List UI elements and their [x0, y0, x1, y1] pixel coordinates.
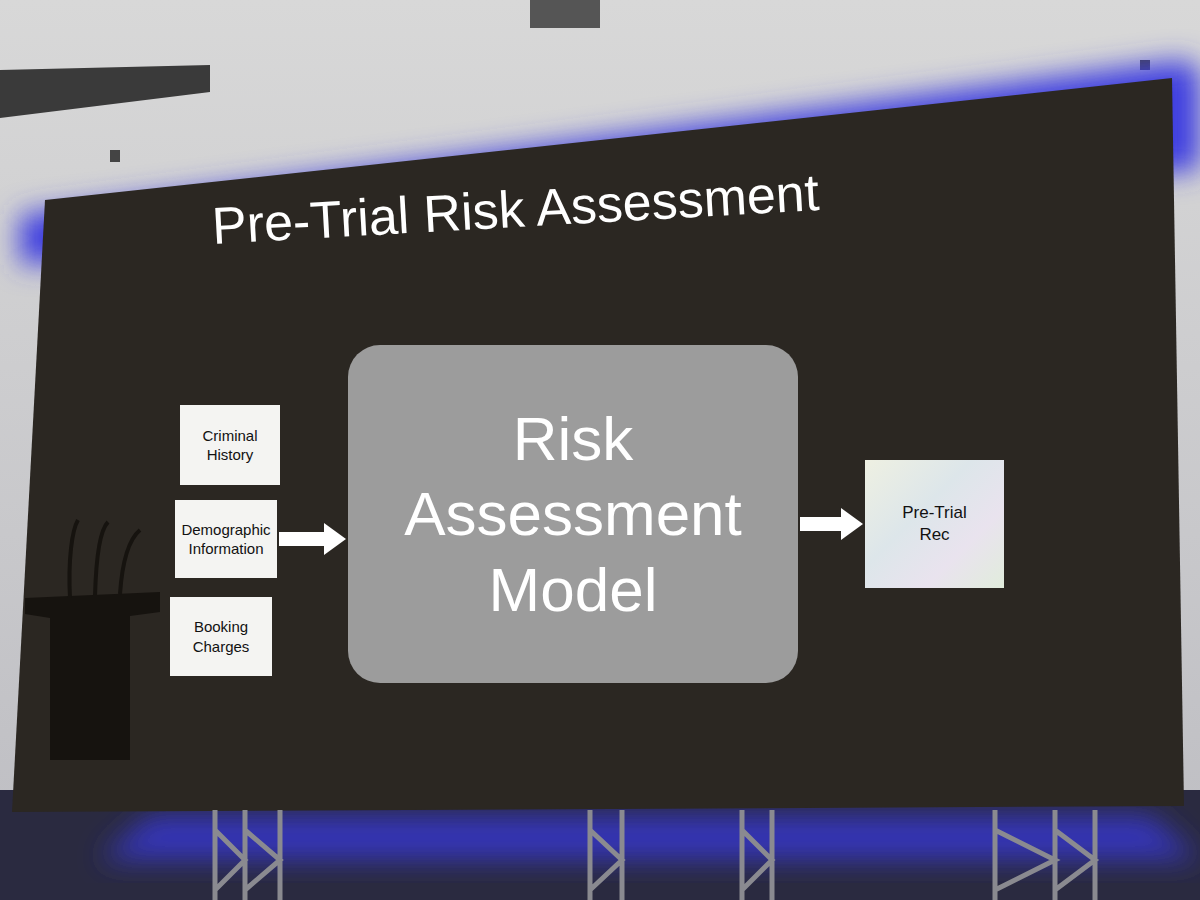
- box-label: Pre-Trial Rec: [885, 502, 984, 546]
- stage-truss: [215, 810, 1095, 900]
- box-label: Booking Charges: [178, 617, 264, 656]
- projection-screen: [12, 78, 1184, 812]
- ceiling-sprinkler: [110, 150, 120, 162]
- input-box: Criminal History: [180, 405, 280, 485]
- flow-arrow: [279, 523, 346, 555]
- arrow-head: [841, 508, 863, 540]
- flow-arrow: [800, 508, 863, 540]
- input-box: Demographic Information: [175, 500, 277, 578]
- arrow-shaft: [279, 532, 326, 546]
- arrow-shaft: [800, 517, 843, 531]
- air-vent: [530, 0, 600, 28]
- podium-reflection: [25, 592, 160, 760]
- blue-glow: [100, 815, 1200, 860]
- slide-title: Pre-Trial Risk Assessment: [210, 162, 820, 256]
- box-label: Demographic Information: [181, 520, 270, 559]
- ceiling-light: [0, 65, 210, 118]
- output-box: Pre-Trial Rec: [865, 460, 1004, 588]
- box-label: Criminal History: [188, 426, 272, 465]
- microphone-reflection: [69, 520, 140, 598]
- input-box: Booking Charges: [170, 597, 272, 676]
- box-label: Risk Assessment Model: [368, 401, 778, 628]
- arrow-head: [324, 523, 346, 555]
- model-box: Risk Assessment Model: [348, 345, 798, 683]
